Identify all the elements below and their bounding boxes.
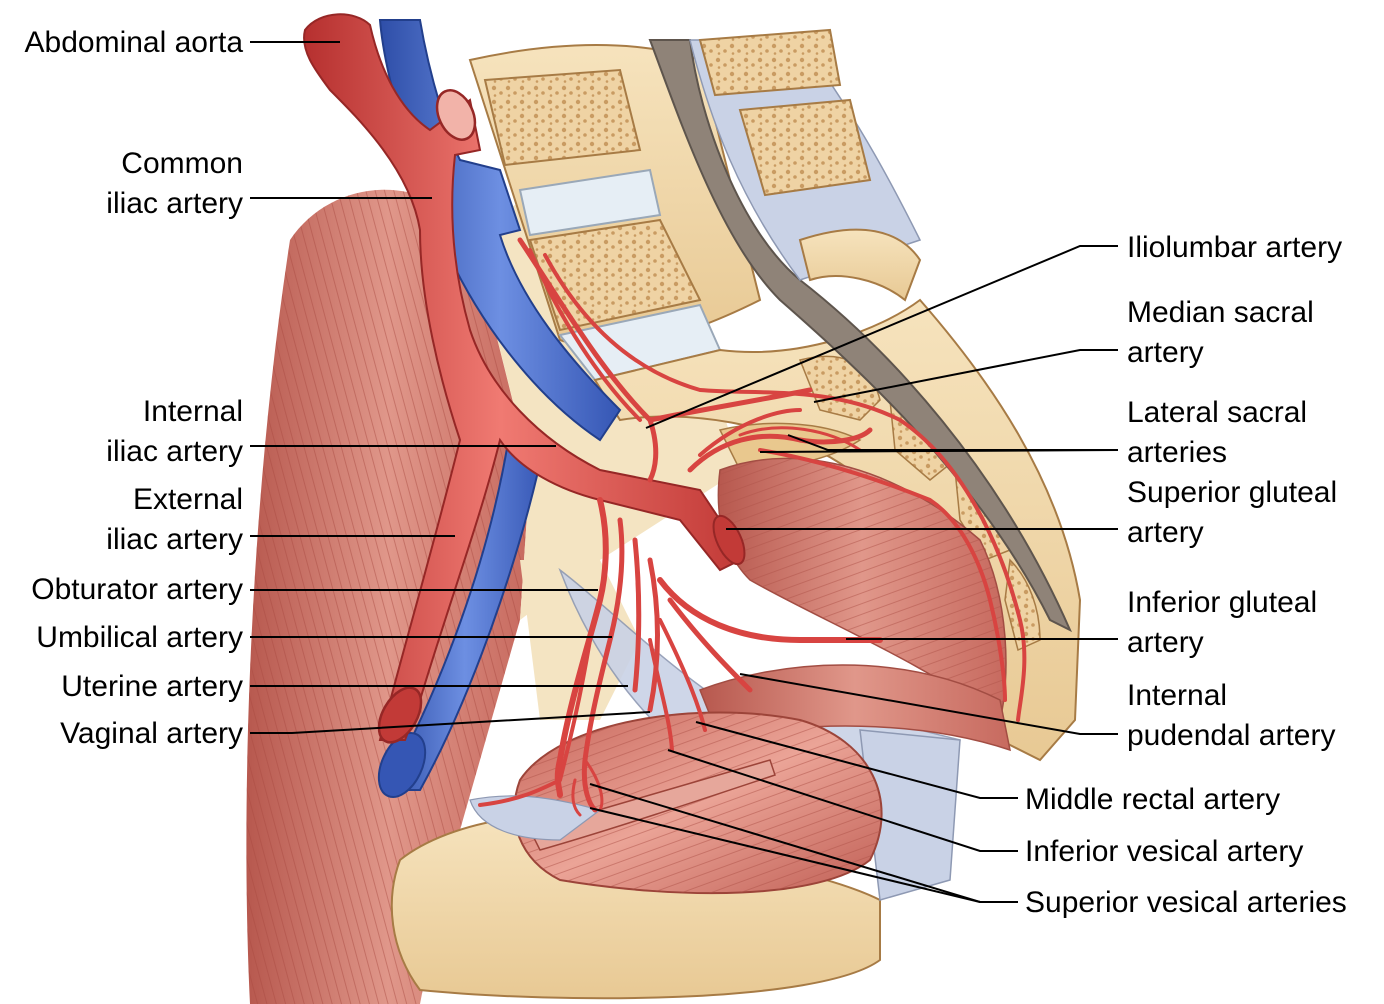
label-internal-iliac-line1: Internal: [143, 395, 243, 428]
posterior-ligaments: [689, 28, 922, 302]
label-vaginal-artery: Vaginal artery: [60, 717, 243, 750]
label-internal-pudendal-line1: Internal: [1127, 679, 1227, 712]
label-median-sacral-line1: Median sacral: [1127, 296, 1314, 329]
label-external-iliac-line2: iliac artery: [106, 523, 243, 556]
label-median-sacral-line2: artery: [1127, 336, 1204, 369]
label-lateral-sacral-line2: arteries: [1127, 436, 1227, 469]
label-superior-vesical-arteries: Superior vesical arteries: [1025, 886, 1347, 919]
label-lateral-sacral-line1: Lateral sacral: [1127, 396, 1307, 429]
external-iliac-vein: [377, 428, 547, 798]
spinal-canal: [648, 39, 1073, 633]
rectum-bladder: [513, 711, 883, 895]
leader-lines: [250, 41, 1119, 903]
label-iliolumbar-artery: Iliolumbar artery: [1127, 231, 1342, 264]
label-abdominal-aorta: Abdominal aorta: [25, 26, 244, 59]
label-external-iliac-line1: External: [133, 483, 243, 516]
right-labels: Iliolumbar artery Median sacral artery L…: [1025, 231, 1347, 919]
label-obturator-artery: Obturator artery: [31, 573, 243, 606]
label-superior-gluteal-line2: artery: [1127, 516, 1204, 549]
label-internal-iliac-line2: iliac artery: [106, 435, 243, 468]
label-umbilical-artery: Umbilical artery: [36, 621, 243, 654]
label-common-iliac-line2: iliac artery: [106, 187, 243, 220]
piriformis-muscle: [717, 457, 1007, 722]
left-labels: Abdominal aorta Common iliac artery Inte…: [25, 26, 244, 750]
label-inferior-vesical-artery: Inferior vesical artery: [1025, 835, 1303, 868]
label-inferior-gluteal-line1: Inferior gluteal: [1127, 586, 1317, 619]
abdominal-aorta-vessel: [303, 13, 746, 744]
label-inferior-gluteal-line2: artery: [1127, 626, 1204, 659]
label-superior-gluteal-line1: Superior gluteal: [1127, 476, 1337, 509]
label-middle-rectal-artery: Middle rectal artery: [1025, 783, 1280, 816]
label-internal-pudendal-line2: pudendal artery: [1127, 719, 1335, 752]
label-uterine-artery: Uterine artery: [61, 670, 243, 703]
label-common-iliac-line1: Common: [121, 147, 243, 180]
